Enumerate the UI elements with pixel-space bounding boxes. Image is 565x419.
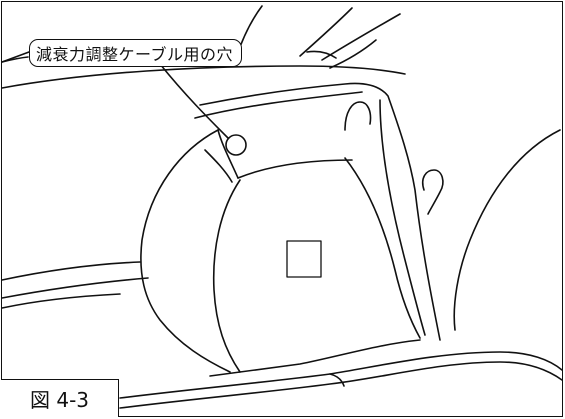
bottom-rail-3 bbox=[209, 339, 421, 377]
fender-outline bbox=[199, 82, 441, 341]
right-curve bbox=[453, 129, 561, 331]
fender-bump bbox=[344, 101, 372, 131]
arm-line-2 bbox=[299, 7, 353, 57]
bulge-seam-2 bbox=[204, 149, 233, 183]
floor-line-2 bbox=[1, 277, 149, 299]
callout-left-tick bbox=[1, 51, 30, 63]
top-panel-line bbox=[1, 65, 406, 89]
fender-right-edge bbox=[344, 157, 421, 339]
figure-number-text: 図 4-3 bbox=[29, 388, 90, 412]
leader-line bbox=[159, 63, 229, 139]
figure-number: 図 4-3 bbox=[1, 379, 119, 417]
arm-line-3 bbox=[321, 13, 401, 61]
bottom-rail-1 bbox=[119, 351, 563, 399]
bulge-seam bbox=[217, 129, 239, 179]
arm-line-4 bbox=[329, 39, 377, 69]
fender-inner-line bbox=[194, 91, 363, 119]
bulge-arc-top bbox=[237, 159, 353, 179]
fender-bump-2 bbox=[421, 169, 444, 215]
floor-line-3 bbox=[1, 293, 121, 309]
fender-fold bbox=[379, 99, 426, 336]
bulge-inner bbox=[212, 179, 241, 373]
floor-line-1 bbox=[1, 261, 141, 281]
cable-hole bbox=[225, 134, 247, 156]
callout-right-tail bbox=[306, 50, 337, 59]
callout-text: 減衰力調整ケーブル用の穴 bbox=[36, 45, 234, 64]
bottom-rail-4 bbox=[329, 373, 345, 387]
callout-label: 減衰力調整ケーブル用の穴 bbox=[29, 39, 243, 67]
bulge-outline bbox=[140, 129, 231, 373]
square-marker bbox=[286, 240, 322, 278]
bottom-rail-2 bbox=[119, 361, 563, 409]
